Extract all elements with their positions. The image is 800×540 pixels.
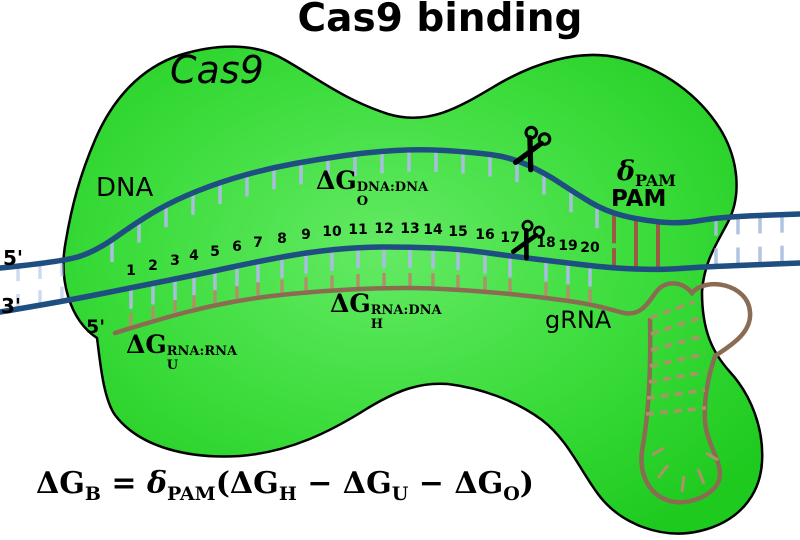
equation-term: ΔG	[36, 466, 85, 501]
hairpin-rung	[648, 370, 706, 384]
loop-tick	[696, 468, 706, 485]
position-number: 3	[170, 253, 180, 269]
hairpin-rung	[645, 406, 707, 416]
delta-symbol: δ	[617, 156, 636, 187]
grna-strand	[112, 285, 623, 336]
equation-term: ΔG	[454, 466, 504, 501]
equation-subscript: B	[84, 483, 101, 505]
equation-term: =	[100, 466, 147, 501]
equation-subscript: O	[503, 483, 520, 505]
equation-term: −	[296, 466, 343, 501]
position-number: 15	[448, 224, 468, 240]
position-number: 20	[580, 240, 600, 256]
dna-three-prime-label: 3'	[1, 294, 22, 318]
unbound-dna-basepair-ticks	[16, 216, 784, 307]
cas9-protein-label: Cas9	[170, 48, 264, 92]
equation-term: ΔG	[342, 466, 392, 501]
diagram-title: Cas9 binding	[297, 0, 583, 41]
delta-g-symbol: ΔG	[330, 289, 371, 318]
delta-g-symbol: ΔG	[126, 330, 167, 359]
position-number: 9	[301, 227, 311, 243]
grna-label: gRNA	[545, 306, 612, 334]
position-number: 7	[253, 235, 263, 251]
position-number: 5	[210, 244, 220, 260]
superscript: RNA:DNA	[370, 303, 442, 318]
subscript: H	[370, 317, 384, 333]
equation-term: δ	[147, 466, 168, 501]
grna-base-ticks	[129, 273, 592, 327]
position-number: 12	[374, 221, 394, 237]
equation-subscript: U	[391, 483, 409, 505]
loop-tick	[656, 464, 670, 479]
delta-pam-label: δPAM	[617, 156, 676, 190]
hairpin-loop-ticks	[651, 446, 719, 493]
position-number: 6	[232, 239, 242, 255]
equation-term: ΔG	[229, 466, 279, 501]
target-strand-base-ticks	[129, 249, 592, 309]
equation-term: −	[408, 466, 455, 501]
position-number: 13	[400, 221, 420, 237]
grna-five-prime-label: 5'	[86, 316, 106, 338]
position-number: 1	[126, 263, 136, 279]
hairpin-rung	[649, 352, 706, 368]
pam-basepair-ticks	[612, 215, 660, 268]
subscript: U	[166, 358, 179, 374]
position-number: 17	[500, 230, 520, 246]
position-number: 10	[322, 224, 342, 240]
hairpin-rung	[650, 334, 705, 352]
delta-g-symbol: ΔG	[316, 166, 357, 195]
equation-term: )	[519, 466, 534, 501]
equation-subscript: H	[278, 483, 297, 505]
loop-tick	[705, 451, 719, 462]
position-number: 2	[148, 258, 158, 274]
hairpin-rung	[646, 388, 706, 400]
equation-term: (	[215, 466, 230, 501]
position-number: 4	[189, 248, 199, 264]
position-number: 16	[475, 227, 495, 243]
superscript: RNA:RNA	[166, 344, 238, 359]
pam-label: PAM	[611, 186, 667, 212]
nontarget-strand-base-ticks	[110, 151, 599, 262]
subscript: O	[356, 194, 369, 210]
dna-target-strand	[0, 244, 800, 315]
dna-five-prime-label: 5'	[3, 246, 24, 270]
loop-tick	[680, 475, 686, 493]
loop-tick	[651, 446, 665, 457]
grna-scaffold-hairpin	[617, 281, 753, 505]
hairpin-rung	[649, 300, 695, 320]
dna-label: DNA	[96, 173, 154, 203]
hairpin-basepair-rungs	[645, 300, 707, 416]
dna-nontarget-strand	[0, 147, 800, 271]
position-number: 11	[348, 222, 368, 238]
pam-subscript: PAM	[635, 171, 677, 190]
position-number: 8	[277, 231, 287, 247]
superscript: DNA:DNA	[356, 180, 429, 195]
hairpin-rung	[650, 316, 701, 336]
position-number: 14	[423, 222, 443, 238]
equation-subscript: PAM	[167, 483, 216, 505]
position-number: 18	[536, 235, 556, 251]
position-number: 19	[558, 238, 578, 254]
binding-energy-equation: ΔGB = δPAM(ΔGH − ΔGU − ΔGO)	[36, 466, 534, 505]
